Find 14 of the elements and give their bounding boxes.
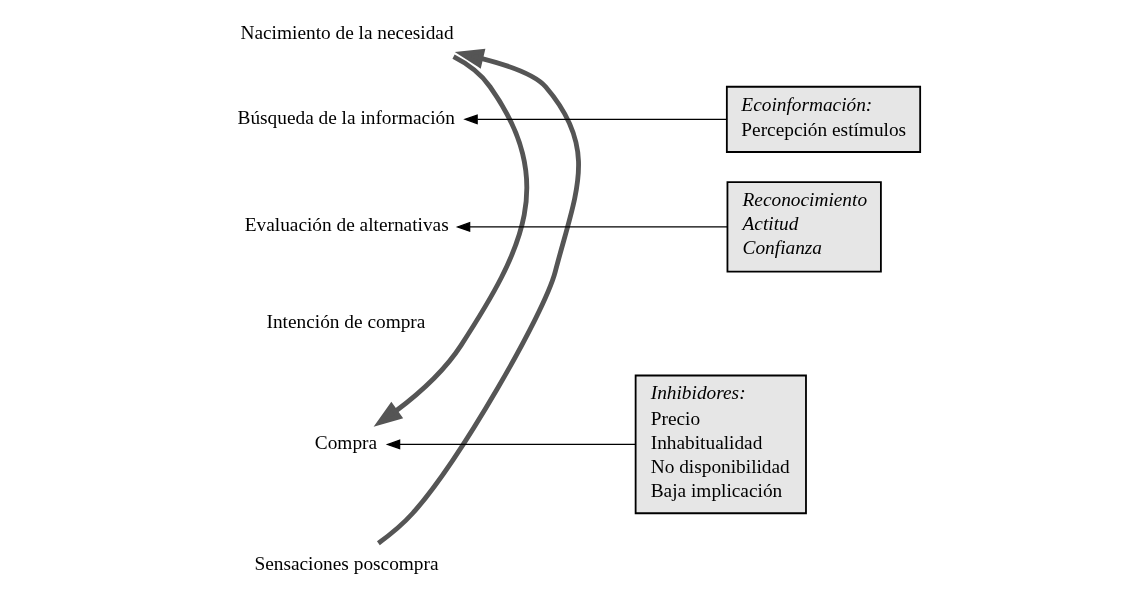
node-text: Búsqueda de la información bbox=[237, 106, 455, 128]
arrow bbox=[373, 54, 529, 427]
node-text: Compra bbox=[314, 431, 378, 453]
node-text: Nacimiento de la necesidad bbox=[240, 22, 454, 44]
node-text: Sensaciones poscompra bbox=[254, 552, 439, 574]
arrow bbox=[376, 48, 581, 546]
node-box: Reconocimiento Actitud Confianza bbox=[726, 181, 882, 273]
node-text: Evaluación de alternativas bbox=[244, 214, 449, 236]
arrow bbox=[455, 221, 728, 232]
node-box: Ecoinformación: Percepción estímulos bbox=[725, 85, 922, 153]
node-text: Intención de compra bbox=[266, 311, 426, 333]
arrow bbox=[385, 439, 637, 450]
arrow bbox=[463, 114, 728, 125]
node-box: Inhibidores: Precio Inhabitualidad No disponibilidad Baja implicación bbox=[634, 374, 807, 515]
